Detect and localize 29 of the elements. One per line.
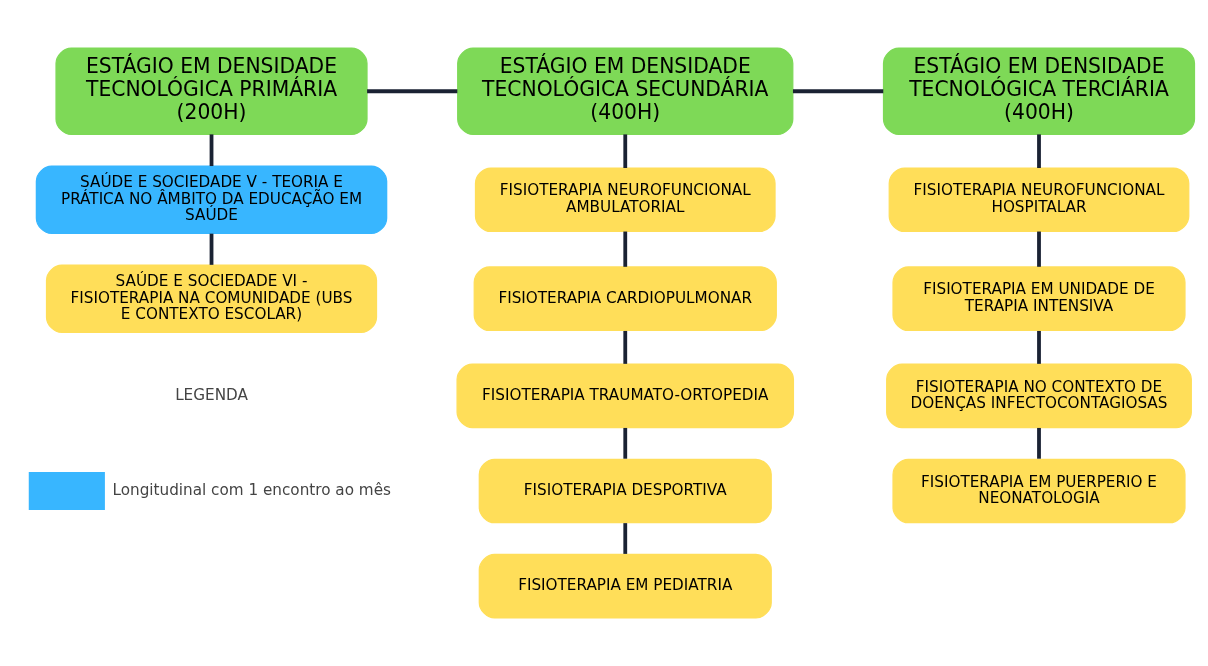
node-box: SAÚDE E SOCIEDADE V - TEORIA E PRÁTICA NO ÂMBITO DA EDUCAÇÃO EM SAÚDE <box>35 165 388 234</box>
connector <box>623 427 628 459</box>
connector <box>792 89 884 94</box>
node-box: FISIOTERAPIA EM UNIDADE DE TERAPIA INTENSIVA <box>892 266 1186 332</box>
connector <box>209 233 214 265</box>
node-box: SAÚDE E SOCIEDADE VI - FISIOTERAPIA NA COMUNIDADE (UBS E CONTEXTO ESCOLAR) <box>45 264 378 333</box>
node-box: FISIOTERAPIA CARDIOPULMONAR <box>473 266 777 332</box>
node-box: FISIOTERAPIA DESPORTIVA <box>478 458 772 524</box>
label: LEGENDA <box>175 385 248 404</box>
connector <box>623 231 628 267</box>
connector <box>1037 231 1041 267</box>
node-box: ESTÁGIO EM DENSIDADE TECNOLÓGICA TERCIÁRIA (400H) <box>882 47 1196 135</box>
connector <box>1037 134 1041 168</box>
node-box: FISIOTERAPIA EM PEDIATRIA <box>478 553 772 619</box>
connector <box>623 523 628 554</box>
connector <box>1037 330 1041 364</box>
node-box: ESTÁGIO EM DENSIDADE TECNOLÓGICA SECUNDÁRIA (400H) <box>457 47 794 135</box>
node-box: FISIOTERAPIA NEUROFUNCIONAL HOSPITALAR <box>888 167 1190 233</box>
node-box: ESTÁGIO EM DENSIDADE TECNOLÓGICA PRIMÁRIA (200H) <box>55 47 368 135</box>
connector <box>209 134 214 167</box>
node-box: FISIOTERAPIA NO CONTEXTO DE DOENÇAS INFECTOCONTAGIOSAS <box>886 363 1192 429</box>
node-box: FISIOTERAPIA TRAUMATO-ORTOPEDIA <box>456 363 795 429</box>
node-box: FISIOTERAPIA NEUROFUNCIONAL AMBULATORIAL <box>474 167 776 233</box>
connector <box>623 330 628 364</box>
connector <box>1037 427 1041 459</box>
node-box: FISIOTERAPIA EM PUERPERIO E NEONATOLOGIA <box>892 458 1186 524</box>
connector <box>623 134 628 168</box>
connector <box>367 89 458 94</box>
legend-label: Longitudinal com 1 encontro ao mês <box>112 480 391 499</box>
